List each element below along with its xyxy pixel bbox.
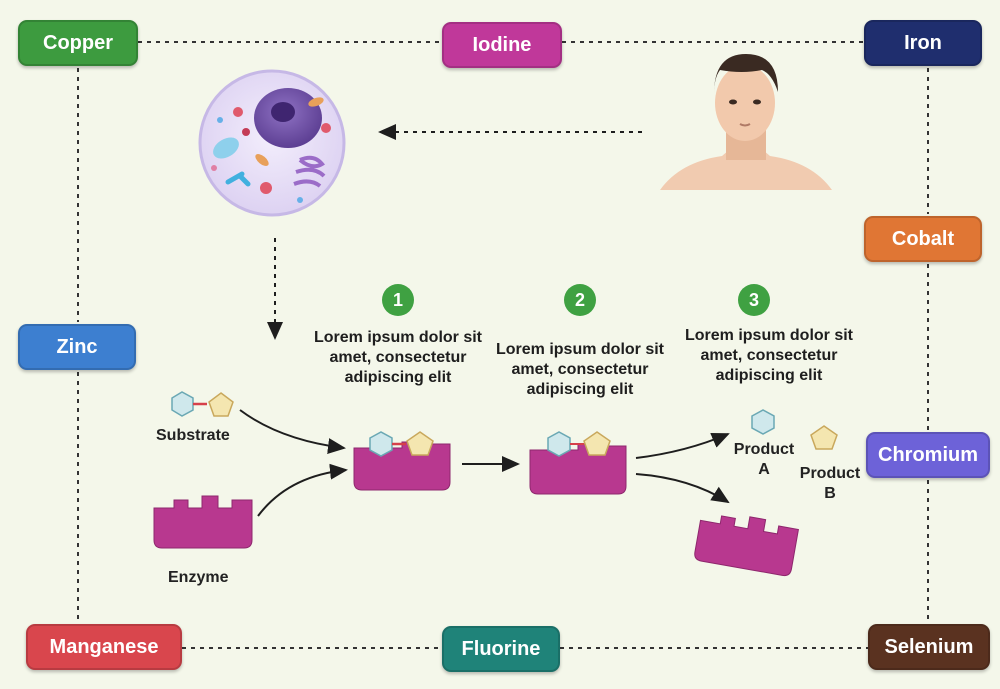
- product-b-label-line1: Product: [799, 465, 861, 482]
- step-3-badge: 3: [738, 284, 770, 316]
- human-illustration: [660, 54, 832, 190]
- enzyme-substrate-complex-1: [353, 431, 451, 491]
- product-a-label-line1: Product: [733, 441, 795, 458]
- mineral-copper: Copper: [18, 20, 138, 66]
- product-a-hexagon: [751, 409, 775, 435]
- mineral-fluorine: Fluorine: [442, 626, 560, 672]
- enzyme-shape: [153, 495, 253, 549]
- product-a-label: Product A: [730, 440, 798, 480]
- product-b-pentagon: [810, 425, 838, 450]
- step-3-text: Lorem ipsum dolor sit amet, consectetur …: [684, 327, 853, 384]
- released-enzyme-arrow: [635, 473, 730, 504]
- product-a-label-line2: A: [758, 461, 770, 478]
- step-1-text: Lorem ipsum dolor sit amet, consectetur …: [313, 329, 482, 386]
- product-arrow: [635, 432, 730, 459]
- substrate-molecule: [171, 391, 234, 417]
- product-b-label: Product B: [796, 464, 864, 504]
- cell-illustration: [198, 69, 346, 217]
- step-2-badge: 2: [564, 284, 596, 316]
- enzyme-label: Enzyme: [168, 569, 229, 586]
- enzyme-arrow: [257, 463, 348, 517]
- released-enzyme-shape: [694, 515, 799, 577]
- mineral-selenium: Selenium: [868, 624, 990, 670]
- mineral-manganese: Manganese: [26, 624, 182, 670]
- product-b-label-line2: B: [824, 485, 836, 502]
- mineral-iodine: Iodine: [442, 22, 562, 68]
- substrate-arrow: [239, 409, 346, 454]
- mineral-chromium: Chromium: [866, 432, 990, 478]
- frame-dotted-lines: [77, 41, 929, 649]
- mineral-cobalt: Cobalt: [864, 216, 982, 262]
- mineral-iron: Iron: [864, 20, 982, 66]
- step-1-badge: 1: [382, 284, 414, 316]
- enzyme-product-complex-2: [529, 431, 627, 495]
- mineral-zinc: Zinc: [18, 324, 136, 370]
- step-2-text: Lorem ipsum dolor sit amet, consectetur …: [495, 341, 664, 398]
- substrate-label: Substrate: [156, 427, 230, 444]
